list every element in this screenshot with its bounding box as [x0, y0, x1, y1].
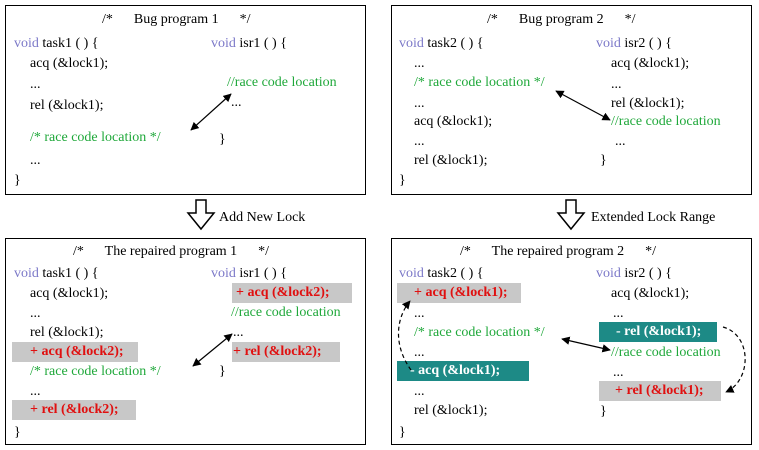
race-location-comment: /* race code location */: [414, 75, 545, 90]
race-location-comment: /* race code location */: [30, 364, 161, 379]
closing-brace: }: [600, 153, 607, 168]
race-location-comment: //race code location: [611, 114, 721, 129]
removed-release-lock1: - rel (&lock1);: [616, 324, 702, 339]
added-acquire-lock1: + acq (&lock1);: [414, 285, 508, 300]
panel4-isr-signature: void isr2 ( ) {: [596, 266, 672, 282]
race-location-comment: /* race code location */: [30, 130, 161, 145]
added-release-lock1: + rel (&lock1);: [615, 383, 704, 398]
task2-signature: task2 ( ) {: [427, 266, 484, 281]
void-keyword: void: [14, 36, 39, 51]
added-line-highlight: [12, 342, 138, 362]
isr1-signature: isr1 ( ) {: [239, 36, 287, 51]
code-line: acq (&lock1);: [414, 114, 493, 129]
closing-brace: }: [399, 173, 406, 188]
void-keyword: void: [596, 266, 621, 281]
code-line: ...: [414, 56, 425, 71]
extended-lock-range-label: Extended Lock Range: [591, 210, 716, 225]
removed-line-highlight: [599, 322, 717, 342]
panel3-title: /* The repaired program 1 */: [73, 244, 270, 259]
code-line: ...: [414, 134, 425, 149]
code-line: ...: [611, 77, 622, 92]
closing-brace: }: [399, 425, 406, 440]
task1-signature: task1 ( ) {: [42, 266, 99, 281]
code-line: acq (&lock1);: [30, 286, 109, 301]
code-line: ...: [414, 96, 425, 111]
panel2-title: /* Bug program 2 */: [487, 12, 636, 27]
panel2-isr-signature: void isr2 ( ) {: [596, 36, 672, 52]
void-keyword: void: [211, 36, 236, 51]
code-line: ...: [613, 365, 624, 380]
added-release-lock2: + rel (&lock2);: [233, 344, 322, 359]
transition-down-arrow: [186, 199, 216, 231]
closing-brace: }: [219, 132, 226, 147]
panel4-task-signature: void task2 ( ) {: [399, 266, 484, 282]
closing-brace: }: [600, 404, 607, 419]
closing-brace: }: [14, 173, 21, 188]
task2-signature: task2 ( ) {: [427, 36, 484, 51]
race-location-comment: //race code location: [231, 305, 341, 320]
code-line: ...: [231, 95, 242, 110]
code-line: ...: [613, 306, 624, 321]
isr2-signature: isr2 ( ) {: [624, 266, 672, 281]
isr1-signature: isr1 ( ) {: [239, 266, 287, 281]
panel1-title: /* Bug program 1 */: [102, 12, 251, 27]
panel3-isr-signature: void isr1 ( ) {: [211, 266, 287, 282]
added-line-highlight: [232, 342, 340, 362]
panel1-isr-signature: void isr1 ( ) {: [211, 36, 287, 52]
removed-line-highlight: [397, 361, 529, 381]
code-line: ...: [30, 153, 41, 168]
code-line: ...: [615, 134, 626, 149]
added-line-highlight: [12, 400, 136, 420]
code-line: acq (&lock1);: [30, 56, 109, 71]
closing-brace: }: [219, 364, 226, 379]
code-line: ...: [30, 384, 41, 399]
void-keyword: void: [14, 266, 39, 281]
race-location-comment: /* race code location */: [414, 325, 545, 340]
code-line: ...: [414, 306, 425, 321]
isr2-signature: isr2 ( ) {: [624, 36, 672, 51]
code-line: acq (&lock1);: [611, 286, 690, 301]
code-line: rel (&lock1);: [414, 403, 488, 418]
code-line: rel (&lock1);: [414, 153, 488, 168]
code-line: ...: [414, 384, 425, 399]
add-new-lock-label: Add New Lock: [219, 210, 306, 225]
race-location-comment: //race code location: [611, 345, 721, 360]
closing-brace: }: [14, 425, 21, 440]
race-conflict-arrow: [561, 336, 611, 353]
void-keyword: void: [399, 36, 424, 51]
added-acquire-lock2: + acq (&lock2);: [236, 285, 330, 300]
added-line-highlight: [397, 283, 521, 303]
panel4-title: /* The repaired program 2 */: [460, 244, 657, 259]
code-line: rel (&lock1);: [30, 98, 104, 113]
code-line: ...: [414, 345, 425, 360]
code-line: ...: [30, 306, 41, 321]
task1-signature: task1 ( ) {: [42, 36, 99, 51]
added-line-highlight: [599, 381, 721, 401]
added-line-highlight: [232, 283, 352, 303]
race-conflict-arrow: [555, 90, 611, 121]
code-line: acq (&lock1);: [611, 56, 690, 71]
panel3-task-signature: void task1 ( ) {: [14, 266, 99, 282]
transition-down-arrow: [556, 199, 586, 231]
added-acquire-lock2: + acq (&lock2);: [30, 344, 124, 359]
race-conflict-arrow: [192, 333, 233, 367]
lock-move-dashed-arrow: [397, 300, 412, 371]
bug-program-1-panel: [5, 5, 366, 195]
void-keyword: void: [399, 266, 424, 281]
code-line: ...: [233, 325, 244, 340]
void-keyword: void: [596, 36, 621, 51]
race-conflict-arrow: [190, 93, 232, 131]
code-line: rel (&lock1);: [30, 325, 104, 340]
code-line: ...: [30, 77, 41, 92]
added-release-lock2: + rel (&lock2);: [30, 402, 119, 417]
removed-acquire-lock1: - acq (&lock1);: [410, 363, 501, 378]
race-location-comment: //race code location: [227, 75, 337, 90]
panel1-task-signature: void task1 ( ) {: [14, 36, 99, 52]
void-keyword: void: [211, 266, 236, 281]
panel2-task-signature: void task2 ( ) {: [399, 36, 484, 52]
code-line: rel (&lock1);: [611, 96, 685, 111]
lock-move-dashed-arrow: [722, 326, 746, 393]
